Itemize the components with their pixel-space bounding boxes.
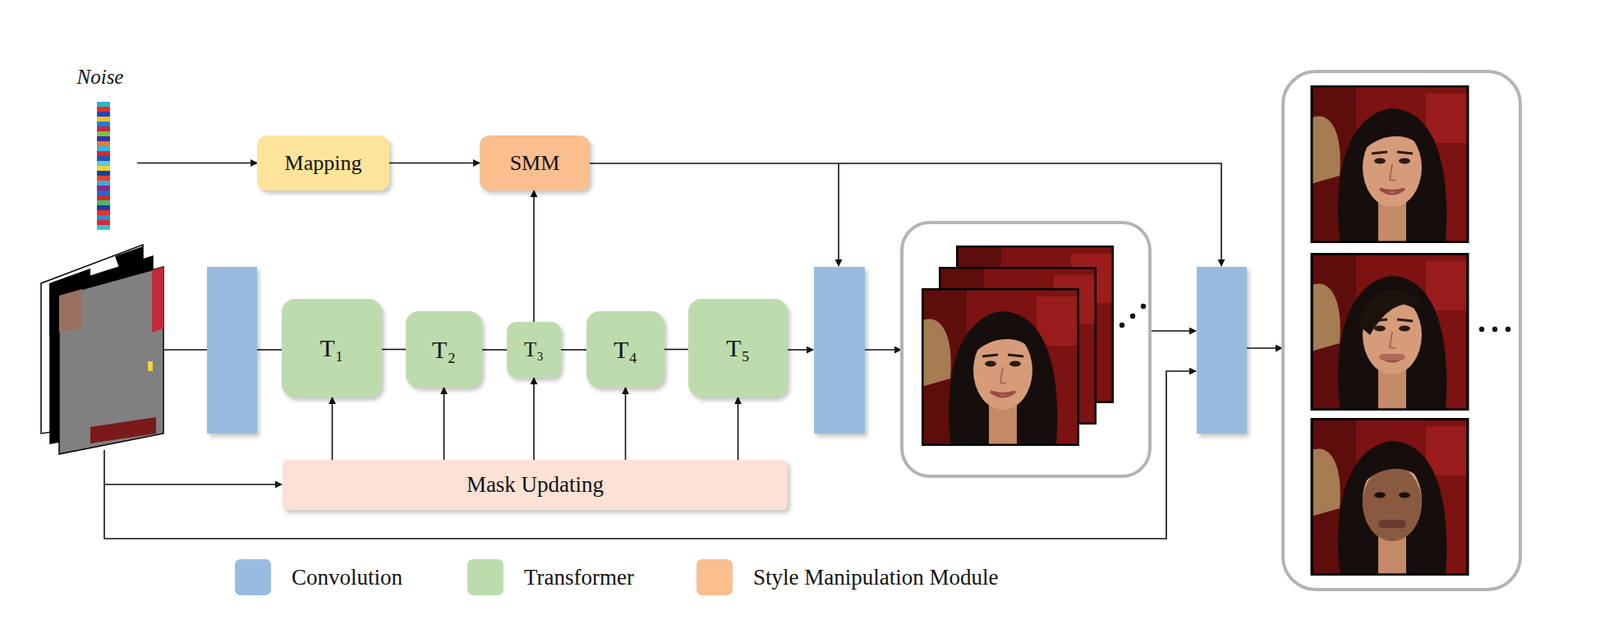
- convolution-block: [1196, 266, 1247, 434]
- noise-stripes: [96, 101, 111, 230]
- connector: [482, 349, 507, 351]
- node-label: T₁: [320, 334, 345, 363]
- convolution-block: [206, 266, 258, 434]
- node-label: SMM: [510, 151, 561, 176]
- transformer-block: T₂: [405, 311, 483, 388]
- wires: [104, 163, 1283, 539]
- connector: [625, 387, 627, 460]
- node-label: T₄: [613, 335, 638, 364]
- node-label: Mapping: [285, 151, 363, 176]
- transformer-block: T₃: [506, 321, 561, 378]
- final-image-column: [1282, 71, 1521, 590]
- connector: [664, 349, 689, 351]
- transformer-block: T₅: [688, 298, 788, 398]
- node-label: Noise: [77, 65, 125, 89]
- connector: [443, 387, 446, 460]
- connector: [533, 377, 535, 460]
- mask-updating-bar: Mask Updating: [282, 459, 788, 511]
- legend-swatch: [234, 559, 272, 596]
- transformer-block: T₄: [586, 311, 665, 388]
- mapping-box: Mapping: [257, 135, 390, 191]
- connector: [560, 349, 587, 351]
- node-label: Mask Updating: [466, 472, 604, 498]
- legend-label: Style Manipulation Module: [753, 565, 998, 591]
- legend-item: Style Manipulation Module: [696, 559, 998, 596]
- legend-swatch: [696, 559, 733, 596]
- connector: [533, 190, 535, 322]
- noise-vector: Noise: [63, 65, 138, 235]
- legend-item: Transformer: [467, 559, 635, 596]
- output-image-stack: [901, 222, 1150, 477]
- transformer-block: T₁: [281, 298, 382, 398]
- connector: [381, 349, 406, 351]
- connector: [389, 162, 480, 165]
- legend-swatch: [467, 559, 504, 596]
- convolution-block: [813, 266, 865, 434]
- legend-label: Transformer: [524, 565, 635, 591]
- input-image-stack: [41, 244, 164, 455]
- node-label: T₂: [432, 335, 456, 364]
- legend-item: Convolution: [234, 559, 403, 596]
- node-label: T₃: [524, 338, 544, 362]
- connector: [737, 397, 740, 460]
- connector: [137, 162, 258, 165]
- connector: [331, 397, 334, 460]
- node-label: T₅: [726, 334, 750, 363]
- legend-label: Convolution: [291, 565, 403, 591]
- style-manipulation-box: SMM: [479, 135, 590, 191]
